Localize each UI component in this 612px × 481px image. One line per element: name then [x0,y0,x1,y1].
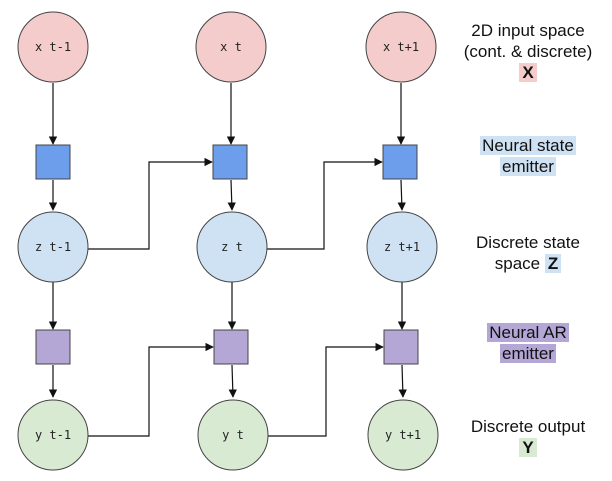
edge-ar-emitter-next-to-y-next [398,364,407,398]
edge-state-emitter-cur-to-z-cur [227,179,236,211]
y-node-next-label: y t+1 [385,428,421,442]
state-space-symbol: Z [544,254,562,273]
x-node-prev [17,11,89,83]
state-space-label: Discrete state space Z [438,232,612,274]
input-space-label: 2D input space (cont. & discrete) X [438,20,612,83]
z-node-next-label: z t+1 [384,240,420,254]
output-symbol: Y [519,438,537,457]
input-space-symbol-line: X [438,62,612,83]
ar-emitter-label-line1: Neural AR [487,323,569,342]
y-node-prev [17,399,89,471]
x-node-cur [195,11,267,83]
x-node-prev-label: x t-1 [35,40,71,54]
state-emitter-label: Neural state emitter [438,135,612,177]
y-node-prev-label: y t-1 [35,428,71,442]
input-space-symbol: X [519,63,537,82]
state-space-label-line1: Discrete state [476,233,580,252]
ar-emitter-box-cur [213,329,249,365]
ar-emitter-box-prev [35,329,71,365]
edge-ar-emitter-cur-to-y-cur [228,364,237,398]
x-node-next [365,11,437,83]
input-space-label-line1: 2D input space [471,21,585,40]
y-node-cur-label: y t [222,428,244,442]
x-node-cur-label: x t [220,40,242,54]
edge-y-cur-to-ar-emitter-next [268,342,384,437]
y-node-next [367,399,439,471]
x-node-next-label: x t+1 [383,40,419,54]
edge-state-emitter-next-to-z-next [397,179,406,211]
output-label: Discrete output Y [438,416,612,458]
edge-z-cur-to-state-emitter-next [267,157,383,250]
z-node-cur [196,211,268,283]
ar-emitter-label-line2: emitter [500,344,556,363]
ar-emitter-box-next [383,329,419,365]
input-space-label-line2: (cont. & discrete) [463,42,593,61]
state-emitter-box-cur [212,144,248,180]
y-node-cur [197,399,269,471]
ar-emitter-label: Neural AR emitter [438,322,612,364]
state-emitter-box-prev [35,144,71,180]
state-space-label-line2: space [494,254,541,273]
edge-y-prev-to-ar-emitter-cur [88,342,214,437]
state-emitter-label-line1: Neural state [480,136,576,155]
z-node-cur-label: z t [221,240,243,254]
output-label-line1: Discrete output [470,417,586,436]
z-node-next [366,211,438,283]
z-node-prev [17,211,89,283]
edge-z-prev-to-state-emitter-cur [88,157,213,250]
state-emitter-label-line2: emitter [500,157,556,176]
state-emitter-box-next [382,144,418,180]
z-node-prev-label: z t-1 [35,240,71,254]
